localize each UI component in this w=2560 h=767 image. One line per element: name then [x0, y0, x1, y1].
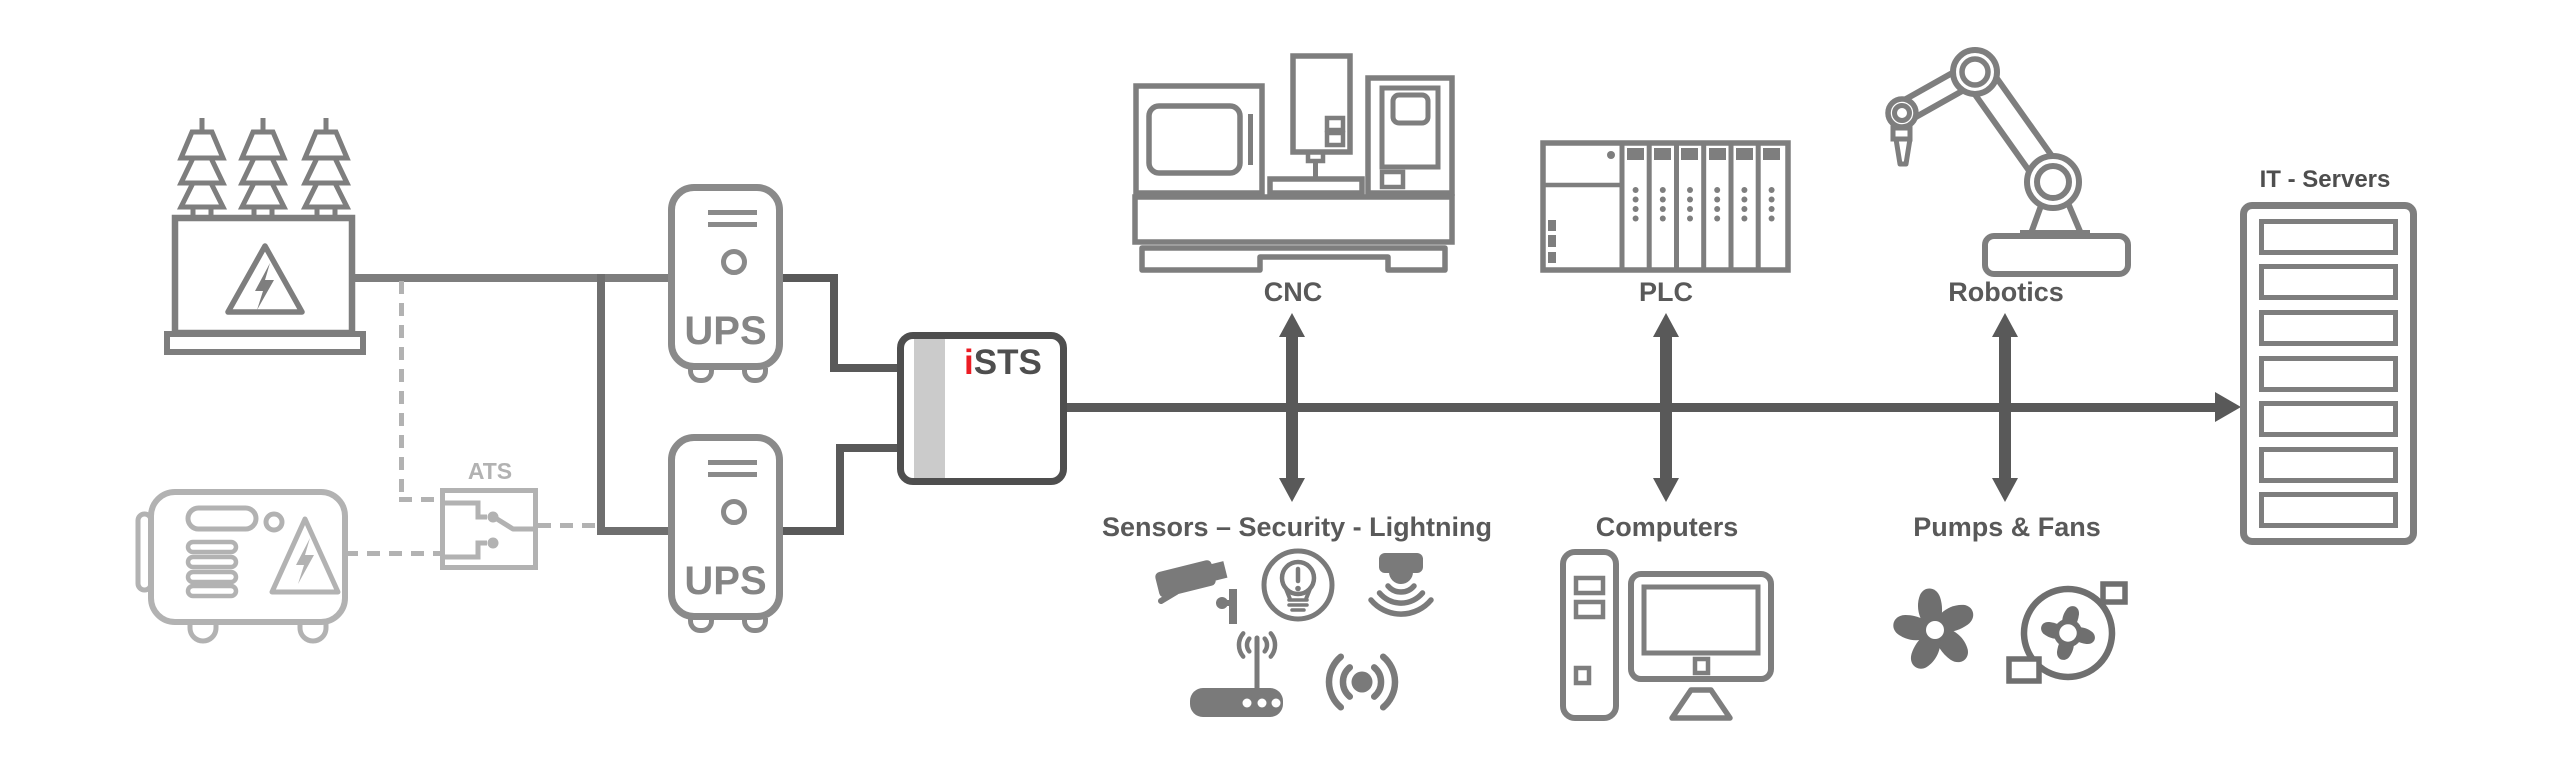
ists-stripe	[914, 339, 945, 478]
computers-icons-group	[1560, 549, 1774, 721]
cnc-chuck	[1305, 149, 1326, 164]
server-unit	[2259, 401, 2398, 438]
ups-unit-2: UPS	[668, 434, 783, 620]
it-servers-label: IT - Servers	[2259, 166, 2391, 193]
backup-dashed-drop	[399, 281, 404, 499]
ups-unit-1: UPS	[668, 184, 783, 370]
ups2-label: UPS	[684, 559, 767, 603]
ats-switch-blade	[494, 516, 516, 532]
centrifugal-pump-icon	[2006, 581, 2128, 684]
cnc-bed	[1132, 194, 1455, 245]
bus-arrowhead-icon	[2215, 392, 2241, 422]
server-rack-icon	[2240, 202, 2417, 545]
warning-triangle-icon	[225, 243, 305, 315]
cnc-screen	[1390, 92, 1431, 126]
transformer-bushing	[237, 118, 289, 223]
ists-label: iSTS	[964, 343, 1042, 382]
generator-foot	[297, 622, 329, 644]
cnc-enclosure	[1133, 83, 1265, 196]
wireless-signal-icon	[1325, 653, 1399, 711]
alert-lightbulb-icon	[1261, 548, 1335, 622]
monitor-icon	[1628, 571, 1774, 721]
generator-button	[263, 511, 285, 533]
generator-vent-pill	[185, 505, 259, 532]
plc-label: PLC	[1639, 277, 1693, 307]
ats-dashed-output	[538, 523, 597, 528]
server-unit	[2259, 218, 2398, 255]
server-unit	[2259, 309, 2398, 346]
cctv-camera-icon	[1155, 560, 1237, 624]
ups2-foot	[688, 618, 714, 633]
robot-arm-icon	[1885, 47, 2131, 277]
robot-base	[1982, 233, 2131, 277]
transformer-bushing	[176, 118, 228, 223]
ups1-label: UPS	[684, 309, 767, 353]
diesel-generator-icon	[135, 489, 348, 644]
utility-branch-vertical	[597, 274, 605, 535]
server-unit	[2259, 355, 2398, 392]
ups1-output-v	[830, 274, 838, 372]
computers-label: Computers	[1595, 512, 1739, 542]
utility-transformer-icon	[164, 118, 366, 355]
ups1-foot	[742, 368, 768, 383]
ups1-output-h2	[830, 364, 897, 372]
wifi-router-icon	[1190, 631, 1283, 717]
plc-rack-icon	[1540, 140, 1791, 273]
ups2-output-h2	[836, 444, 897, 452]
server-unit	[2259, 446, 2398, 483]
desktop-tower-icon	[1560, 549, 1619, 721]
cnc-window	[1146, 103, 1243, 176]
cnc-label: CNC	[1263, 277, 1323, 307]
main-power-bus	[1067, 403, 2217, 412]
pumps-fans-icons-group	[1893, 581, 2128, 684]
cnc-table	[1267, 176, 1365, 196]
ups2-output-v	[836, 444, 844, 535]
pump-impeller	[2041, 606, 2095, 660]
sensors-icons-group	[1155, 548, 1434, 717]
plc-module-leds	[1627, 148, 1780, 222]
fan-icon	[1893, 588, 1974, 669]
server-unit	[2259, 492, 2398, 529]
plc-chassis	[1540, 140, 1791, 273]
ups1-output-h1	[783, 274, 837, 282]
lightning-bolt-icon	[255, 263, 274, 310]
lightning-bolt-icon	[296, 538, 314, 584]
utility-line-to-ups2	[597, 527, 668, 535]
utility-line-transformer-to-ups1	[352, 274, 668, 282]
robot-tool	[1893, 136, 1913, 167]
robotics-label: Robotics	[1948, 277, 2064, 307]
generator-dashed-output	[345, 551, 440, 556]
motion-sensor-icon	[1368, 553, 1434, 617]
cnc-machine-icon	[1132, 53, 1455, 273]
transformer-bushing	[300, 118, 352, 223]
warning-triangle-icon	[269, 516, 341, 595]
ats-switch-icon	[440, 488, 538, 570]
server-unit	[2259, 264, 2398, 301]
pumps-fans-label: Pumps & Fans	[1913, 512, 2101, 542]
sensors-label: Sensors – Security - Lightning	[1101, 512, 1493, 542]
cnc-base	[1139, 245, 1448, 273]
generator-foot	[187, 622, 219, 644]
generator-body	[148, 489, 348, 625]
transformer-base	[164, 331, 366, 355]
backup-dashed-to-ats	[399, 497, 440, 502]
ups1-foot	[688, 368, 714, 383]
ups2-foot	[742, 618, 768, 633]
ats-label: ATS	[467, 458, 513, 484]
ups2-output-h1	[783, 527, 843, 535]
power-button-icon	[721, 249, 747, 275]
ists-unit: iSTS	[897, 332, 1067, 485]
power-button-icon	[721, 499, 747, 525]
